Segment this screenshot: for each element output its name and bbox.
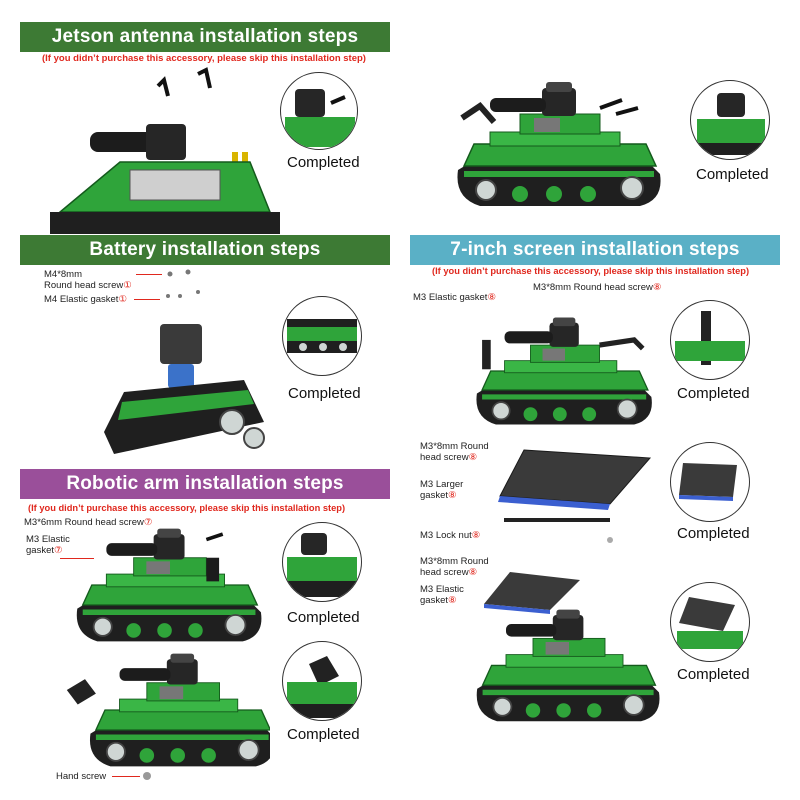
battery-gasket-label-text: M4 Elastic gasket bbox=[44, 294, 119, 305]
arm-detail-circle-1 bbox=[282, 522, 362, 602]
screen-panel-exploded-image bbox=[490, 444, 660, 548]
screen-completed-label-3: Completed bbox=[677, 666, 750, 683]
battery-screw-label-line1: M4*8mm bbox=[44, 269, 83, 280]
screen-top-screw-label: M3*8mm Round head screw⑧ bbox=[533, 282, 661, 293]
screen-mid-gasket-line2: gasket bbox=[420, 490, 448, 501]
hand-screw-icon bbox=[142, 771, 152, 781]
battery-screw-label-line2: Round head screw bbox=[44, 280, 124, 291]
battery-screw-leader bbox=[136, 274, 162, 275]
screen-bot-gasket-num: ⑧ bbox=[448, 595, 457, 606]
screen-completed-label-1: Completed bbox=[677, 385, 750, 402]
screen-detail-circle-3 bbox=[670, 582, 750, 662]
screen-detail-circle-2 bbox=[670, 442, 750, 522]
arm-title-text: Robotic arm installation steps bbox=[66, 473, 344, 494]
screen-bot-gasket-line2: gasket bbox=[420, 595, 448, 606]
screen-bot-gasket-label: M3 Elastic gasket⑧ bbox=[420, 584, 464, 606]
arm-screw-label-text: M3*6mm Round head screw bbox=[24, 517, 144, 528]
screen-top-gasket-num: ⑧ bbox=[487, 292, 496, 303]
screen-mid-screw-label: M3*8mm Round head screw⑧ bbox=[420, 441, 489, 463]
arm-screw-label: M3*6mm Round head screw⑦ bbox=[24, 517, 152, 528]
screen-completed-label-2: Completed bbox=[677, 525, 750, 542]
screen-section-title: 7-inch screen installation steps bbox=[410, 235, 780, 265]
battery-gasket-label: M4 Elastic gasket① bbox=[44, 294, 127, 305]
screen-top-screw-label-text: M3*8mm Round head screw bbox=[533, 282, 653, 293]
jetson-detail-circle-2 bbox=[690, 80, 770, 160]
screen-top-gasket-label: M3 Elastic gasket⑧ bbox=[413, 292, 496, 303]
screen-lock-nut-text: M3 Lock nut bbox=[420, 530, 472, 541]
arm-gasket-label-line1: M3 Elastic bbox=[26, 534, 70, 545]
screen-detail-circle-1 bbox=[670, 300, 750, 380]
arm-detail-circle-2 bbox=[282, 641, 362, 721]
arm-section-title: Robotic arm installation steps bbox=[20, 469, 390, 499]
jetson-completed-label-2: Completed bbox=[696, 166, 769, 183]
battery-title-text: Battery installation steps bbox=[89, 239, 321, 260]
jetson-assembly-image bbox=[50, 62, 280, 234]
screen-lock-nut-label: M3 Lock nut⑧ bbox=[420, 530, 480, 541]
arm-screw-num: ⑦ bbox=[143, 517, 153, 528]
battery-screw-num: ① bbox=[123, 280, 132, 291]
jetson-section-title: Jetson antenna installation steps bbox=[20, 22, 390, 52]
battery-gasket-leader bbox=[134, 299, 160, 300]
jetson-title-text: Jetson antenna installation steps bbox=[51, 26, 359, 47]
hand-screw-label: Hand screw bbox=[56, 771, 107, 782]
screen-title-text: 7-inch screen installation steps bbox=[450, 239, 740, 260]
screen-mid-screw-line2: head screw bbox=[420, 452, 469, 463]
screen-bot-gasket-line1: M3 Elastic bbox=[420, 584, 464, 595]
screen-bot-screw-label: M3*8mm Round head screw⑧ bbox=[420, 556, 489, 578]
arm-skip-note: (If you didn’t purchase this accessory, … bbox=[28, 503, 346, 513]
screen-mid-screw-line1: M3*8mm Round bbox=[420, 441, 489, 452]
arm-assembly-image-2 bbox=[60, 650, 270, 770]
arm-gasket-label-line2: gasket bbox=[26, 545, 54, 556]
screen-top-screw-num: ⑧ bbox=[652, 282, 662, 293]
screen-mid-gasket-line1: M3 Larger bbox=[420, 479, 464, 490]
jetson-completed-robot-image bbox=[450, 78, 670, 210]
jetson-detail-circle-1 bbox=[280, 72, 358, 150]
battery-completed-label: Completed bbox=[288, 385, 361, 402]
screen-mid-gasket-label: M3 Larger gasket⑧ bbox=[420, 479, 463, 501]
screen-bot-screw-line1: M3*8mm Round bbox=[420, 556, 489, 567]
jetson-completed-label-1: Completed bbox=[287, 154, 360, 171]
screen-mid-screw-num: ⑧ bbox=[468, 452, 478, 463]
arm-gasket-label: M3 Elastic gasket⑦ bbox=[26, 534, 70, 556]
battery-assembly-image bbox=[104, 262, 274, 462]
screen-lock-nut-num: ⑧ bbox=[471, 530, 481, 541]
screen-assembly-image-2 bbox=[470, 566, 670, 736]
arm-gasket-leader bbox=[60, 558, 94, 559]
battery-gasket-num: ① bbox=[118, 294, 127, 305]
arm-gasket-num: ⑦ bbox=[54, 545, 63, 556]
screen-bot-screw-num: ⑧ bbox=[468, 567, 478, 578]
jetson-skip-note: (If you didn’t purchase this accessory, … bbox=[42, 53, 366, 64]
arm-completed-label-1: Completed bbox=[287, 609, 360, 626]
arm-assembly-image-1 bbox=[70, 520, 270, 650]
screen-mid-gasket-num: ⑧ bbox=[448, 490, 457, 501]
screen-bot-screw-line2: head screw bbox=[420, 567, 469, 578]
battery-detail-circle bbox=[282, 296, 362, 376]
battery-screw-label: M4*8mm Round head screw① bbox=[44, 269, 132, 291]
screen-skip-note: (If you didn’t purchase this accessory, … bbox=[432, 266, 750, 276]
screen-assembly-image-1 bbox=[470, 306, 660, 436]
hand-screw-leader bbox=[112, 776, 140, 777]
arm-completed-label-2: Completed bbox=[287, 726, 360, 743]
screen-top-gasket-label-text: M3 Elastic gasket bbox=[413, 292, 488, 303]
battery-section-title: Battery installation steps bbox=[20, 235, 390, 265]
